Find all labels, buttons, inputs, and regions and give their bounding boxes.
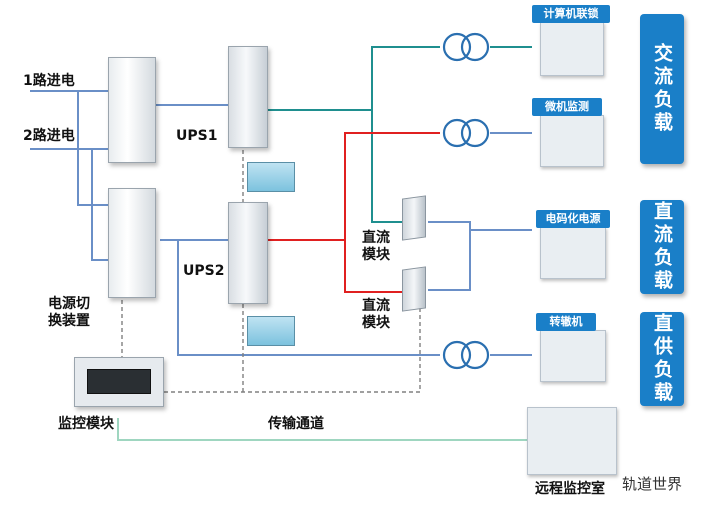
wire-line1-branch <box>77 91 110 206</box>
transformer-3-coil-b <box>460 340 490 370</box>
wire-bypass <box>177 240 440 356</box>
microcomputer-tag: 微机监测 <box>532 98 602 116</box>
ac-wiring <box>268 46 532 223</box>
dc-module-1-label: 直流 模块 <box>362 230 390 263</box>
transformer-2-coil-a <box>442 118 472 148</box>
dc-module-2-label: 直流 模块 <box>362 298 390 331</box>
battery-pack-1 <box>247 162 295 192</box>
watermark-text: 轨道世界 <box>622 475 683 493</box>
microcomputer-photo <box>540 115 604 167</box>
ups1-label: UPS1 <box>176 128 218 144</box>
wire-ups1-ac <box>268 46 440 111</box>
dc-module-2 <box>402 266 426 312</box>
dc-load-box: 直流负载 <box>640 200 684 294</box>
switch-cabinet-1 <box>108 57 156 163</box>
ac-load-box: 交流负载 <box>640 14 684 164</box>
transmission-channel-line <box>117 418 530 441</box>
load-wiring <box>428 132 532 356</box>
direct-load-box: 直供负载 <box>640 312 684 406</box>
remote-monitor-photo <box>527 407 617 475</box>
dc-module-1 <box>402 195 426 241</box>
monitor-module-device <box>74 357 164 407</box>
monitor-module-label: 监控模块 <box>58 416 114 432</box>
switch-machine-photo <box>540 330 606 382</box>
wire-dc-bus <box>428 221 471 291</box>
remote-monitor-label: 远程监控室 <box>535 481 605 497</box>
electronic-power-tag: 电码化电源 <box>536 210 610 228</box>
wire-line2-branch <box>91 149 110 261</box>
wire-ups1-dc <box>371 110 402 223</box>
transformer-1-coil-b <box>460 32 490 62</box>
transformers <box>442 32 490 370</box>
interlock-tag: 计算机联锁 <box>532 5 610 23</box>
input-line1-label: 1路进电 <box>23 73 75 89</box>
wire-ups2-dc <box>344 240 402 293</box>
battery-pack-2 <box>247 316 295 346</box>
input-line2-label: 2路进电 <box>23 128 75 144</box>
input-wiring <box>30 90 440 356</box>
ups1-cabinet <box>228 46 268 148</box>
transmission-label: 传输通道 <box>268 416 324 432</box>
ups2-cabinet <box>228 202 268 304</box>
switch-device-label: 电源切 换装置 <box>48 296 90 329</box>
switch-cabinet-2 <box>108 188 156 298</box>
transformer-1-coil-a <box>442 32 472 62</box>
ups2-label: UPS2 <box>183 263 225 279</box>
transformer-3-coil-a <box>442 340 472 370</box>
monitor-screen <box>87 369 151 394</box>
dash-monitor-dc <box>164 305 421 393</box>
dc-wiring <box>268 132 440 293</box>
electronic-power-photo <box>540 227 606 279</box>
wire-ups2-ac <box>268 132 440 241</box>
interlock-photo <box>540 22 604 76</box>
transformer-2-coil-b <box>460 118 490 148</box>
switch-machine-tag: 转辙机 <box>536 313 596 331</box>
